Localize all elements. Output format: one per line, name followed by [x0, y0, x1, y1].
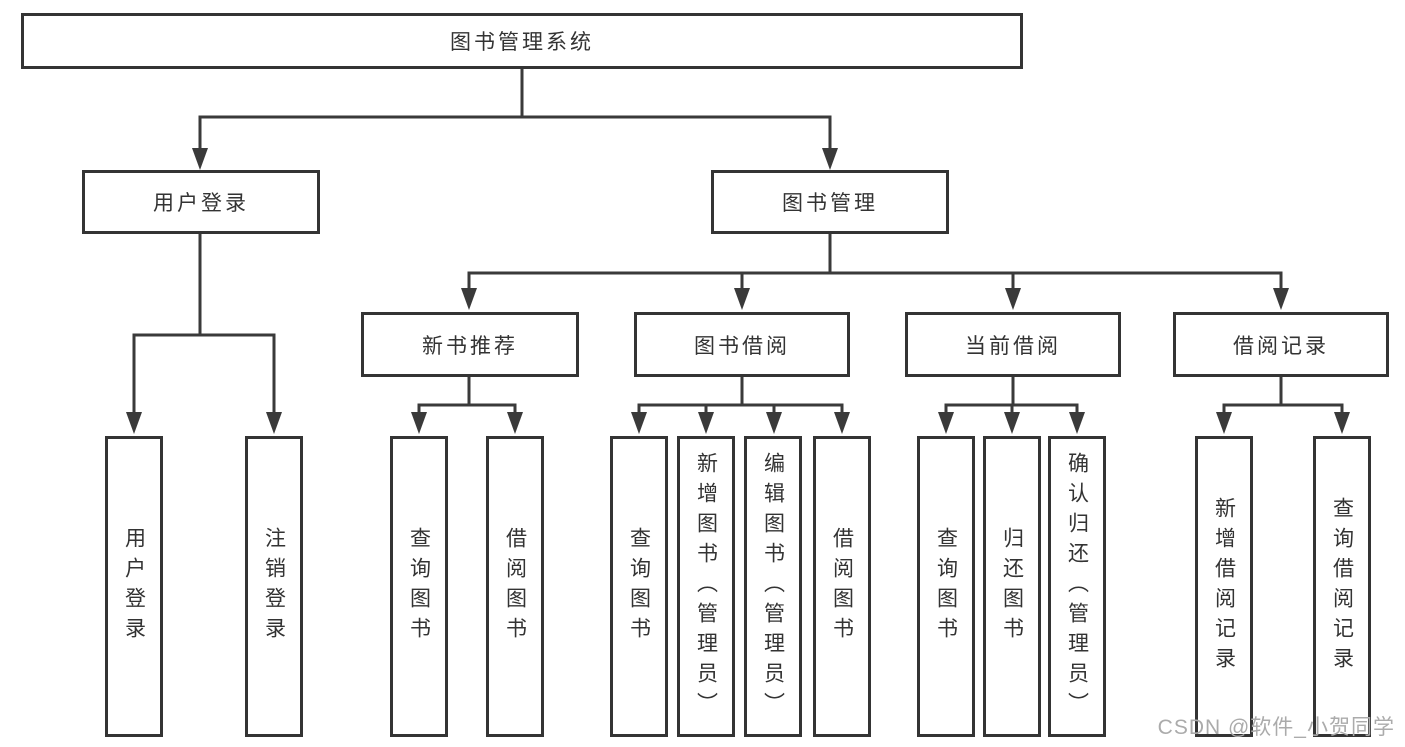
connector-new-book-recommend	[417, 376, 517, 416]
node-book-management: 图书管理	[711, 170, 949, 234]
node-borrow-records: 借阅记录	[1173, 312, 1389, 377]
leaf-current-return-books: 归还图书	[983, 436, 1041, 737]
node-label: 用户登录	[153, 192, 249, 215]
node-root-system: 图书管理系统	[21, 13, 1023, 69]
leaf-borrow-query-books: 查询图书	[610, 436, 668, 737]
leaf-borrow-borrow-books: 借阅图书	[813, 436, 871, 737]
node-label: 注销登录	[262, 526, 286, 647]
node-label: 查询借阅记录	[1330, 496, 1354, 677]
node-label: 查询图书	[407, 526, 431, 647]
leaf-current-confirm-return-admin: 确认归还（管理员）	[1048, 436, 1106, 737]
node-label: 借阅记录	[1233, 334, 1329, 358]
node-label: 新书推荐	[422, 334, 518, 358]
leaf-borrow-add-books-admin: 新增图书（管理员）	[677, 436, 735, 737]
node-label: 查询图书	[934, 526, 958, 647]
leaf-recommend-query-books: 查询图书	[390, 436, 448, 737]
node-book-borrow: 图书借阅	[634, 312, 850, 377]
node-current-borrow: 当前借阅	[905, 312, 1121, 377]
node-label: 借阅图书	[830, 526, 854, 647]
csdn-watermark: CSDN @软件_小贺同学	[1157, 716, 1395, 739]
node-label: 查询图书	[627, 526, 651, 647]
node-label: 确认归还（管理员）	[1065, 451, 1089, 722]
node-label: 用户登录	[122, 526, 146, 647]
connector-book-management	[467, 233, 1283, 292]
connector-borrow-records	[1222, 376, 1344, 416]
leaf-records-query-record: 查询借阅记录	[1313, 436, 1371, 737]
node-label: 新增借阅记录	[1212, 496, 1236, 677]
node-label: 图书管理系统	[450, 31, 594, 54]
connector-current-borrow	[944, 376, 1079, 416]
arrowheads	[126, 148, 1350, 434]
leaf-user-login: 用户登录	[105, 436, 163, 737]
leaf-borrow-edit-books-admin: 编辑图书（管理员）	[744, 436, 802, 737]
leaf-logout: 注销登录	[245, 436, 303, 737]
node-new-book-recommend: 新书推荐	[361, 312, 579, 377]
connector-book-borrow	[637, 376, 844, 416]
node-label: 新增图书（管理员）	[694, 451, 718, 722]
leaf-current-query-books: 查询图书	[917, 436, 975, 737]
node-label: 图书管理	[782, 192, 878, 215]
node-label: 当前借阅	[965, 334, 1061, 358]
node-label: 图书借阅	[694, 334, 790, 358]
node-label: 编辑图书（管理员）	[761, 451, 785, 722]
leaf-recommend-borrow-books: 借阅图书	[486, 436, 544, 737]
connector-user-login	[132, 233, 276, 416]
node-label: 借阅图书	[503, 526, 527, 647]
leaf-records-add-record: 新增借阅记录	[1195, 436, 1253, 737]
node-user-login: 用户登录	[82, 170, 320, 234]
connector-root	[198, 69, 832, 152]
node-label: 归还图书	[1000, 526, 1024, 647]
